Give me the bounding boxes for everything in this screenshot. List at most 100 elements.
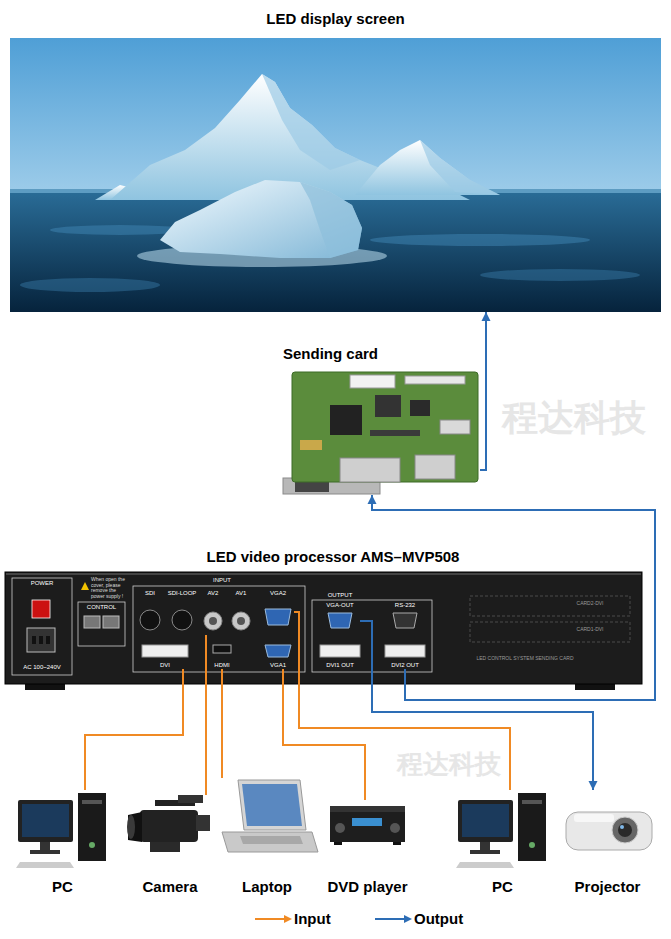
processor-picture-part [32,600,50,618]
pc-picture-part [30,850,60,854]
port-label: VGA1 [262,662,294,669]
connector [85,669,183,790]
slot-label: CARD1-DVI [565,627,615,633]
processor-picture-part [5,572,642,684]
port-label: VGA-OUT [320,602,360,609]
device-label: DVD player [325,878,410,896]
connector [283,669,365,800]
processor-picture-part [6,573,641,575]
camera-picture [127,795,210,852]
screen-picture-part [300,182,362,258]
pc-picture-part [522,800,542,804]
dvd-player-picture-part [390,823,400,833]
pc-picture-part [458,800,513,842]
arrow-head [368,495,377,504]
sending-card-picture-part [295,482,329,492]
screen-picture-part [160,180,362,258]
pc-picture-part [462,804,509,837]
sending-card-picture-part [440,420,470,434]
heading: Sending card [275,345,480,363]
processor-picture-part [237,617,245,625]
processor-picture-part [78,602,125,646]
panel-label: OUTPUT [318,592,362,599]
dvd-player-picture [330,806,405,845]
processor-picture-part [12,578,72,675]
device-label: Laptop [216,878,318,896]
processor-picture-part [320,645,360,657]
device-node: Laptop [216,778,318,896]
sending-card-picture-part [300,440,322,450]
pc-picture-part [89,842,95,848]
legend-samples-part [375,918,406,920]
port: DVI1 OUT [318,643,362,669]
port-label: HDMI [210,662,234,669]
panel-label: INPUT [200,577,244,584]
pc-picture-part [470,850,500,854]
power-rating: AC 100~240V [12,664,72,671]
connector-line [85,669,183,790]
pc-picture-part [82,800,102,804]
sending-card-picture-part [292,372,478,482]
panel-label: POWER [12,580,72,587]
panel-note: LED CONTROL SYSTEM SENDING CARD [460,656,590,662]
camera-picture-part [127,815,135,839]
port-label: AV2 [201,590,225,597]
legend-samples-part [255,918,286,920]
processor-picture-part [328,613,352,628]
processor-picture-part [385,645,425,657]
pc-picture-part [16,862,74,868]
sending-card-picture [283,372,478,494]
camera-picture-part [178,795,203,803]
connector [480,312,491,470]
processor-picture-part [46,636,50,644]
pc-picture-part [22,804,69,837]
laptop-picture-part [222,832,318,852]
processor-picture-part [140,610,160,630]
dvd-player-picture-part [330,812,405,842]
processor-picture-part [32,636,36,644]
sending-card-picture-part [340,458,400,482]
port-label: AV1 [229,590,253,597]
camera-picture-part [128,812,142,842]
pc-picture-part [40,842,50,850]
projector-picture-part [618,823,632,837]
connector-line [283,669,365,800]
warning-note: When open the cover, please remove the p… [91,577,131,599]
device-label: PC [15,878,110,896]
projector-picture-part [574,814,614,822]
pc-picture [456,793,546,868]
screen-picture [10,38,661,312]
projector-picture-part [620,825,624,829]
port: AV1 [229,590,253,635]
processor-node: LED video processor AMS–MVP508SDISDI-LOO… [5,548,661,684]
processor-picture-part [27,628,55,652]
legend-text: Output [414,910,463,928]
screen-picture-part [10,38,661,312]
dvd-player-picture-part [334,842,342,845]
pc-picture-part [529,842,535,848]
pc-picture-part [480,842,490,850]
connector [206,635,207,795]
camera-picture-part [196,815,210,831]
sending-card-picture-part [415,455,455,479]
processor-picture [5,572,642,690]
processor-picture-part [265,609,291,625]
processor-picture-part [265,645,291,657]
laptop-picture-part [240,836,303,844]
legend-text: Input [294,910,331,928]
pc-picture-part [456,862,514,868]
sending-card-picture-part [350,375,395,388]
projector-picture [566,812,652,850]
pc-picture [16,793,106,868]
screen-picture-part [480,269,640,281]
processor-picture-part [393,613,417,628]
camera-picture-part [150,842,180,852]
projector-picture-part [612,817,638,843]
laptop-picture [222,780,318,852]
connector-line [221,669,223,778]
dvd-player-picture-part [330,806,405,812]
processor-picture-part [209,617,217,625]
